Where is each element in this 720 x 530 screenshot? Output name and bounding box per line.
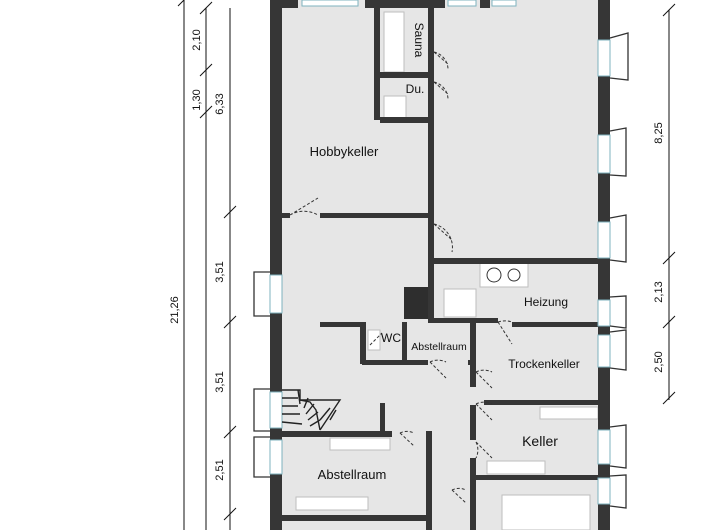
windows xyxy=(269,0,611,505)
dim-right-2-50: 2,50 xyxy=(653,351,665,372)
sauna-bench xyxy=(383,11,405,73)
room-label-abstellraum-large: Abstellraum xyxy=(318,467,387,482)
room-label-heizung: Heizung xyxy=(524,295,568,309)
dim-right-2-13: 2,13 xyxy=(653,281,665,302)
dim-left-3-51-b: 3,51 xyxy=(214,371,226,392)
fixtures xyxy=(295,11,599,530)
tank-circle-1 xyxy=(486,267,502,283)
bottom-right-fixture xyxy=(501,494,591,530)
trocken-shelf xyxy=(539,406,599,420)
dimension-lines-right xyxy=(662,3,676,405)
dim-left-3-51-a: 3,51 xyxy=(214,261,226,282)
keller-shelf xyxy=(486,460,546,475)
abstell-shelf-top xyxy=(329,437,391,451)
dim-left-6-33: 6,33 xyxy=(214,93,226,114)
dim-left-total: 21,26 xyxy=(169,296,181,324)
dim-left-2-10: 2,10 xyxy=(191,29,203,50)
floor-areas xyxy=(280,0,605,530)
staircase xyxy=(281,389,342,431)
room-label-sauna: Sauna xyxy=(412,23,426,58)
dimension-lines-left xyxy=(177,0,237,530)
heating-boiler xyxy=(443,288,477,318)
dim-right-8-25: 8,25 xyxy=(653,122,665,143)
door-swings xyxy=(289,51,513,504)
room-label-wc: WC xyxy=(381,331,401,345)
room-label-abstellraum-small: Abstellraum xyxy=(411,341,467,353)
wc-toilet xyxy=(367,329,381,351)
room-label-trockenkeller: Trockenkeller xyxy=(508,357,580,371)
heating-unit-dark xyxy=(404,287,430,319)
shower-tray xyxy=(383,95,407,119)
room-label-hobbykeller: Hobbykeller xyxy=(310,144,379,159)
window-frames xyxy=(253,32,629,509)
room-label-keller: Keller xyxy=(522,433,558,449)
tank-circle-2 xyxy=(507,268,521,282)
dim-left-2-51: 2,51 xyxy=(214,459,226,480)
room-label-dusche: Du. xyxy=(406,82,425,96)
dim-left-1-30: 1,30 xyxy=(191,89,203,110)
abstell-shelf-bottom xyxy=(295,496,369,511)
